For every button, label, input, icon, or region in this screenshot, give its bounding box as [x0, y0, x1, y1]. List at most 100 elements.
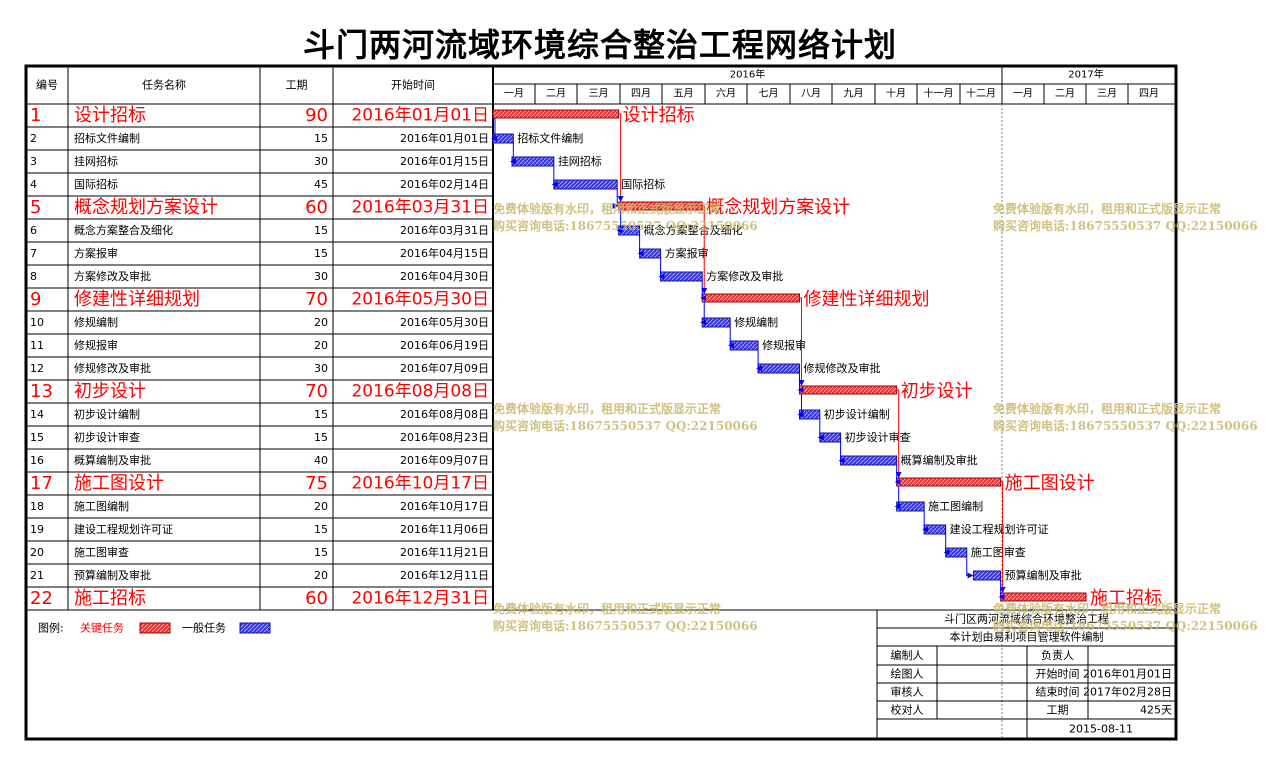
task-link — [817, 419, 824, 441]
task-start: 2016年08月23日 — [400, 430, 489, 444]
task-duration: 70 — [305, 381, 328, 402]
task-start: 2016年01月15日 — [400, 154, 489, 168]
task-duration: 15 — [314, 224, 328, 237]
header-name: 任务名称 — [142, 78, 186, 92]
gantt-bar — [639, 248, 662, 259]
task-link — [728, 327, 735, 349]
month-label: 五月 — [674, 88, 694, 100]
info-value: 2017年02月28日 — [1083, 685, 1172, 699]
gantt-bar-label: 建设工程规划许可证 — [950, 522, 1049, 536]
gantt-bar-label: 修规修改及审批 — [803, 361, 880, 375]
gantt-bar-label: 概念方案整合及细化 — [644, 223, 743, 237]
task-start: 2016年02月14日 — [400, 177, 489, 191]
task-link — [551, 166, 558, 188]
task-start: 2016年05月30日 — [400, 315, 489, 329]
task-duration: 15 — [314, 546, 328, 559]
gantt-bar-label: 设计招标 — [623, 105, 695, 126]
critical-link — [617, 113, 624, 202]
info-key: 绘图人 — [891, 667, 924, 681]
watermark-line-2: 购买咨询电话:18675550537 QQ:22150066 — [993, 419, 1258, 433]
gantt-bar — [798, 385, 898, 395]
watermark-line-1: 免费体验版有水印，租用和正式版显示正常 — [993, 202, 1222, 216]
month-label: 二月 — [546, 88, 566, 100]
gantt-bar — [973, 570, 1002, 581]
info-value: 2016年01月01日 — [1083, 667, 1172, 681]
task-link — [966, 557, 974, 579]
info-key: 结束时间 — [1036, 686, 1080, 699]
legend-critical-label: 关键任务 — [80, 621, 124, 635]
watermark-text: 免费体验版有水印，租用和正式版显示正常购买咨询电话:18675550537 QQ… — [493, 601, 758, 635]
task-name: 预算编制及审批 — [74, 568, 151, 582]
task-no: 12 — [30, 362, 44, 375]
gantt-bar-label: 国际招标 — [621, 177, 665, 191]
info-subtitle: 本计划由易利项目管理软件编制 — [950, 630, 1104, 644]
task-name: 修规报审 — [74, 338, 118, 352]
task-name: 初步设计编制 — [74, 407, 140, 421]
task-duration: 15 — [314, 247, 328, 260]
task-no: 2 — [30, 132, 37, 145]
task-link — [894, 486, 901, 510]
gantt-bar-label: 招标文件编制 — [517, 131, 583, 145]
task-start: 2016年12月11日 — [400, 568, 489, 582]
month-label: 三月 — [589, 88, 609, 100]
task-start: 2016年12月31日 — [351, 589, 489, 609]
watermark-line-1: 免费体验版有水印，租用和正式版显示正常 — [993, 602, 1222, 616]
gantt-bar-label: 修建性详细规划 — [803, 289, 929, 310]
info-value: 425天 — [1140, 704, 1172, 717]
critical-link — [798, 297, 805, 386]
gantt-bar — [511, 156, 555, 167]
gantt-bar — [553, 179, 618, 190]
task-no: 18 — [30, 500, 44, 513]
task-name: 施工图编制 — [74, 499, 129, 513]
task-name: 概算编制及审批 — [74, 453, 151, 467]
task-name: 施工招标 — [74, 588, 146, 609]
gantt-bar — [840, 455, 898, 466]
gantt-bar — [798, 409, 821, 420]
task-duration: 15 — [314, 132, 328, 145]
task-no: 8 — [30, 270, 37, 283]
month-label: 八月 — [801, 88, 821, 100]
task-name: 国际招标 — [74, 177, 118, 191]
task-duration: 20 — [314, 500, 328, 513]
gantt-bar-label: 初步设计 — [901, 381, 973, 402]
task-start: 2016年03月31日 — [400, 223, 489, 237]
task-name: 施工图设计 — [74, 473, 164, 494]
gantt-bar — [757, 363, 800, 374]
gantt-bar — [819, 432, 842, 443]
watermark-line-1: 免费体验版有水印，租用和正式版显示正常 — [493, 602, 722, 616]
task-link — [797, 394, 804, 418]
task-name: 建设工程规划许可证 — [74, 522, 173, 536]
task-start: 2016年05月30日 — [351, 290, 489, 310]
task-no: 15 — [30, 431, 44, 444]
month-label: 六月 — [716, 88, 736, 100]
info-key: 开始时间 — [1036, 667, 1080, 681]
gantt-bar — [923, 524, 947, 535]
task-link — [491, 118, 497, 142]
critical-link — [999, 481, 1006, 593]
gantt-bar-label: 方案修改及审批 — [706, 269, 783, 283]
task-link — [700, 302, 707, 326]
task-name: 招标文件编制 — [74, 131, 140, 145]
task-link — [894, 465, 901, 485]
watermark-line-2: 购买咨询电话:18675550537 QQ:22150066 — [493, 219, 758, 233]
task-duration: 60 — [305, 588, 328, 609]
task-duration: 40 — [314, 454, 328, 467]
task-no: 22 — [30, 588, 53, 609]
watermark-text: 免费体验版有水印，租用和正式版显示正常购买咨询电话:18675550537 QQ… — [493, 401, 758, 435]
task-no: 20 — [30, 546, 44, 559]
gantt-bar — [492, 133, 514, 144]
task-no: 16 — [30, 454, 44, 467]
month-label: 一月 — [1013, 88, 1033, 100]
task-duration: 20 — [314, 569, 328, 582]
year-label: 2017年 — [1068, 68, 1103, 81]
task-name: 初步设计 — [74, 381, 146, 402]
task-name: 概念规划方案设计 — [74, 196, 218, 218]
task-duration: 15 — [314, 431, 328, 444]
task-no: 4 — [30, 178, 37, 191]
gantt-bar-label: 挂网招标 — [558, 154, 602, 168]
gantt-bar — [1000, 592, 1087, 602]
task-duration: 70 — [305, 289, 328, 310]
info-date: 2015-08-11 — [1069, 723, 1133, 736]
task-duration: 20 — [314, 339, 328, 352]
gantt-bar — [896, 477, 1002, 487]
